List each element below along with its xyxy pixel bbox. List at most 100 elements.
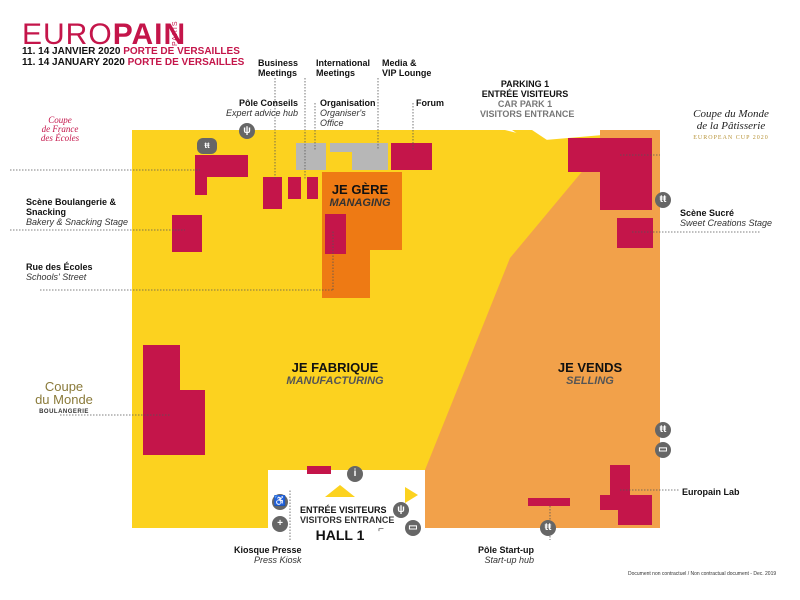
zone-selling-fr: JE VENDS xyxy=(557,360,623,375)
wheelchair-icon: ♿ xyxy=(272,494,288,510)
international-meetings-label: International Meetings xyxy=(316,58,370,78)
logo-euro: EURO xyxy=(22,18,113,51)
schools-street-en: Schools' Street xyxy=(26,272,87,282)
forum-label: Forum xyxy=(416,98,444,108)
toilets-icon: ŧŧ xyxy=(655,192,671,208)
zone-manufacturing-en: MANUFACTURING xyxy=(286,375,384,387)
date-fr: 11. 14 JANVIER 2020 xyxy=(22,46,121,57)
toilets-icon: ŧŧ xyxy=(197,138,217,154)
startup-hub-en: Start-up hub xyxy=(484,555,535,565)
organisation-label: Organisation Organiser's Office xyxy=(320,98,376,128)
stand-pole-conseils xyxy=(195,155,248,195)
footnote: Document non contractuel / Non contractu… xyxy=(628,571,777,577)
organisation-fr: Organisation xyxy=(320,98,376,108)
stand-managing xyxy=(325,214,346,254)
parking-fr: PARKING 1 xyxy=(500,79,550,89)
coupe-monde-pat-line-2: de la Pâtisserie xyxy=(696,120,766,132)
main-entrance-label: ENTRÉE VISITEURS VISITORS ENTRANCE xyxy=(300,505,395,525)
coupe-monde-pat-line-1: Coupe du Monde xyxy=(693,108,769,120)
media-lounge-label: Media & VIP Lounge xyxy=(382,58,431,78)
restaurant-icon: ψ xyxy=(393,502,409,518)
stand-forum xyxy=(391,143,432,170)
zone-selling: JE VENDS SELLING xyxy=(540,361,640,388)
first-aid-icon: + xyxy=(272,516,288,532)
coupe-monde-pat-line-3: EUROPEAN CUP 2020 xyxy=(693,135,769,141)
stand-business xyxy=(263,177,282,209)
coupe-monde-boul-line-1: Coupe xyxy=(44,379,84,394)
stand-bakery-stage xyxy=(172,215,202,252)
zone-selling-en: SELLING xyxy=(566,375,614,387)
parking-en: CAR PARK 1 xyxy=(497,99,553,109)
zone-managing-en: MANAGING xyxy=(329,197,391,209)
media-line-2: VIP Lounge xyxy=(382,68,432,78)
business-line-2: Meetings xyxy=(258,68,298,78)
pole-conseils-fr: Pôle Conseils xyxy=(239,98,299,108)
stand-press-kiosk xyxy=(307,466,331,474)
arrow-right xyxy=(405,487,418,503)
organisation-en-1: Organiser's xyxy=(320,108,366,118)
toilets-icon: ŧŧ xyxy=(540,520,556,536)
international-line-1: International xyxy=(316,58,371,68)
parking-arrow xyxy=(512,130,547,140)
parking-entrance-label: PARKING 1 ENTRÉE VISITEURS CAR PARK 1 VI… xyxy=(480,79,575,119)
zone-manufacturing: JE FABRIQUE MANUFACTURING xyxy=(270,361,400,388)
press-kiosk-fr: Kiosque Presse xyxy=(234,545,302,555)
stand-coupe-monde-patisserie xyxy=(568,138,652,210)
organiser-office-block xyxy=(296,143,326,170)
restaurant-icon: ψ xyxy=(239,123,255,139)
sweet-stage-en: Sweet Creations Stage xyxy=(680,218,773,228)
date-en-line: 11. 14 JANUARY 2020 PORTE DE VERSAILLES xyxy=(22,57,244,68)
press-kiosk-en: Press Kiosk xyxy=(254,555,302,565)
hall-label: HALL 1 xyxy=(315,527,365,543)
stand-europain-lab xyxy=(600,465,652,525)
main-entrance-fr: ENTRÉE VISITEURS xyxy=(300,505,387,515)
main-entrance-en: VISITORS ENTRANCE xyxy=(300,515,395,525)
selling-area xyxy=(425,130,660,528)
pole-conseils-en: Expert advice hub xyxy=(226,108,299,118)
zone-managing-fr: JE GÈRE xyxy=(331,182,389,197)
stairs-icon: ⌐ xyxy=(378,524,384,535)
parking-fr-2: ENTRÉE VISITEURS xyxy=(481,89,569,99)
sweet-stage-fr: Scène Sucré xyxy=(680,208,735,218)
startup-hub-fr: Pôle Start-up xyxy=(478,545,535,555)
card-icon: ▭ xyxy=(405,520,421,536)
zone-manufacturing-fr: JE FABRIQUE xyxy=(291,360,379,375)
stand-international-b xyxy=(307,177,318,199)
date-fr-line: 11. 14 JANVIER 2020 PORTE DE VERSAILLES xyxy=(22,46,240,57)
date-en: 11. 14 JANUARY 2020 xyxy=(22,57,125,68)
info-icon: i xyxy=(347,466,363,482)
coupe-france-line-1: Coupe xyxy=(48,115,72,125)
schools-street-label: Rue des Écoles Schools' Street xyxy=(26,262,93,282)
coupe-france-ecoles-logo: Coupe de France des Écoles xyxy=(30,116,90,143)
startup-hub-label: Pôle Start-up Start-up hub xyxy=(478,545,534,565)
coupe-monde-patisserie-logo: Coupe du Monde de la Pâtisserie EUROPEAN… xyxy=(676,108,786,144)
coupe-monde-boul-line-3: BOULANGERIE xyxy=(39,409,89,415)
organisation-en-2: Office xyxy=(320,118,344,128)
coupe-france-line-3: des Écoles xyxy=(40,133,80,143)
europain-logo: EUROPAIN xyxy=(22,20,186,50)
media-line-1: Media & xyxy=(382,58,417,68)
coupe-monde-boulangerie-logo: Coupe du Monde BOULANGERIE xyxy=(24,380,104,419)
bakery-stage-fr-1: Scène Boulangerie & xyxy=(26,197,117,207)
stand-international-a xyxy=(288,177,301,199)
bakery-stage-fr-2: Snacking xyxy=(26,207,67,217)
entrance-arrow-up xyxy=(325,485,355,497)
bakery-stage-en: Bakery & Snacking Stage xyxy=(26,217,129,227)
managing-area xyxy=(322,172,402,298)
stand-startup xyxy=(528,498,570,506)
international-line-2: Meetings xyxy=(316,68,356,78)
media-lounge-block xyxy=(330,143,388,170)
stand-coupe-monde-boulangerie xyxy=(143,345,205,455)
bakery-stage-label: Scène Boulangerie & Snacking Bakery & Sn… xyxy=(26,197,128,227)
sweet-stage-label: Scène Sucré Sweet Creations Stage xyxy=(680,208,772,228)
venue-fr: PORTE DE VERSAILLES xyxy=(123,46,240,57)
coupe-monde-boul-line-2: du Monde xyxy=(35,392,93,407)
atm-icon: ▭ xyxy=(655,442,671,458)
parking-en-2: VISITORS ENTRANCE xyxy=(480,109,575,119)
press-kiosk-label: Kiosque Presse Press Kiosk xyxy=(234,545,302,565)
stand-sweet-stage xyxy=(617,218,653,248)
business-line-1: Business xyxy=(258,58,299,68)
zone-managing: JE GÈRE MANAGING xyxy=(320,183,400,210)
logo-pain: PAIN xyxy=(112,18,187,51)
